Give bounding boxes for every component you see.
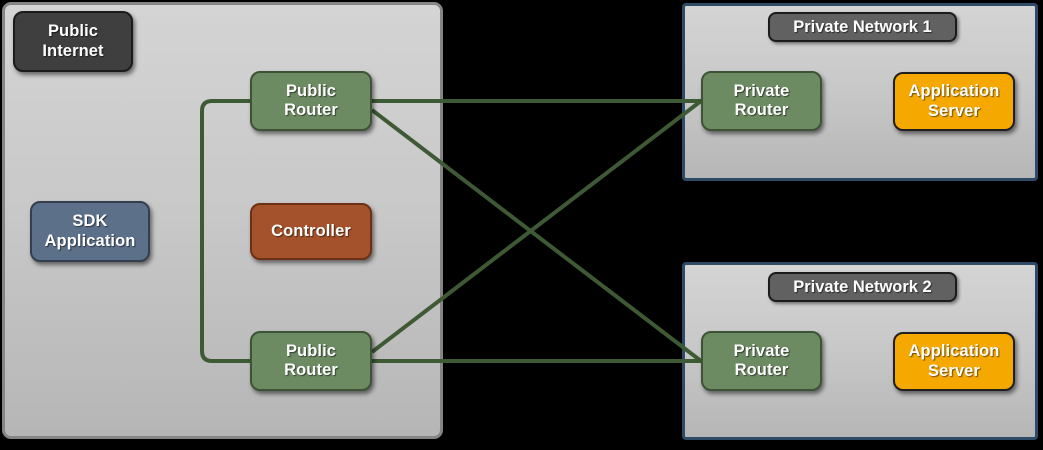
private-router-1-line2: Router [734,101,789,119]
application-server-1-line2: Server [928,101,980,120]
private-router-2-line1: Private [733,341,790,360]
node-controller[interactable]: Controller [250,203,372,260]
public-router-bottom-line1: Public [285,341,337,360]
application-server-2-line1: Application [908,342,1000,361]
node-private-router-1[interactable]: Private Router [701,71,822,131]
application-server-1-line1: Application [908,82,1000,101]
public-internet-label: Public Internet [13,11,133,72]
private-router-1-line1: Private [733,81,790,100]
node-application-server-2[interactable]: Application Server [893,332,1015,391]
public-router-top-line2: Router [284,101,338,119]
sdk-application-line2: Application [44,231,136,250]
public-internet-label-line1: Public [47,22,99,41]
node-private-router-2[interactable]: Private Router [701,331,822,391]
node-sdk-application[interactable]: SDK Application [30,201,150,262]
private-network-1-title: Private Network 1 [768,12,957,42]
node-public-router-bottom[interactable]: Public Router [250,331,372,391]
sdk-application-line1: SDK [72,212,108,231]
application-server-2-line2: Server [928,361,980,380]
private-router-2-line2: Router [734,361,789,379]
public-router-bottom-line2: Router [284,361,338,379]
public-router-top-line1: Public [285,81,337,100]
private-network-2-title: Private Network 2 [768,272,957,302]
node-public-router-top[interactable]: Public Router [250,71,372,131]
public-internet-label-line2: Internet [42,41,104,60]
node-application-server-1[interactable]: Application Server [893,72,1015,131]
controller-line1: Controller [271,221,351,240]
